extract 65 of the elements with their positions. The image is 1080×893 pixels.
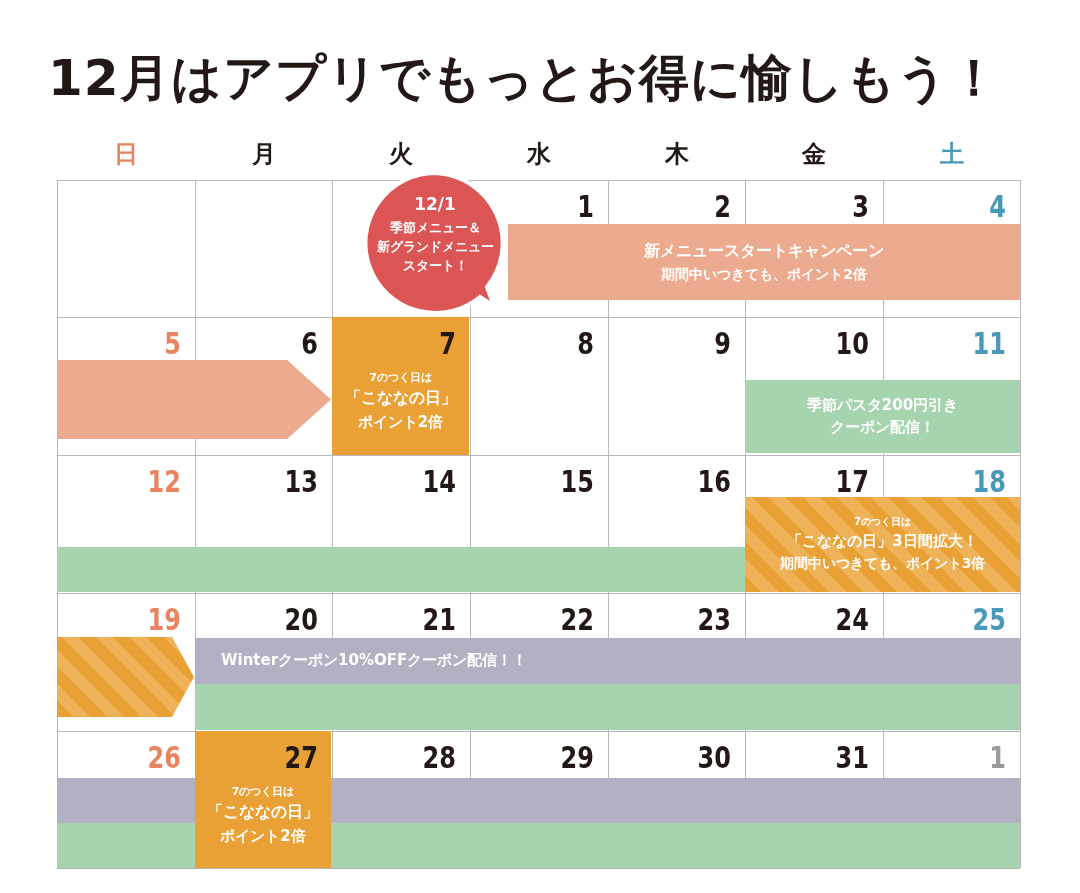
day-number: 17 xyxy=(834,467,869,497)
bubble-text: 季節メニュー＆新グランドメニュースタート！ xyxy=(376,218,494,276)
banner-note: 期間中いつきても、ポイント3倍 xyxy=(779,554,986,574)
day-number: 22 xyxy=(559,605,594,635)
day-number: 8 xyxy=(576,329,594,359)
banner-text: 「こななの日」 xyxy=(344,387,457,410)
day-number: 26 xyxy=(146,743,181,773)
event-box xyxy=(332,317,469,455)
banner-heading: 新メニュースタートキャンペーン xyxy=(644,239,884,262)
event-banner xyxy=(57,547,745,592)
day-number: 3 xyxy=(851,192,869,222)
day-number: 27 xyxy=(283,743,318,773)
weekday-label: 日 xyxy=(113,139,139,170)
day-number: 29 xyxy=(559,743,594,773)
day-number: 1 xyxy=(576,192,594,222)
day-number: 20 xyxy=(283,605,318,635)
event-banner xyxy=(195,684,1020,730)
day-number: 2 xyxy=(713,192,731,222)
day-number: 16 xyxy=(696,467,731,497)
banner-text: 「こななの日」 xyxy=(207,801,319,824)
weekday-label: 金 xyxy=(801,139,827,170)
bubble-date: 12/1 xyxy=(414,193,456,216)
day-number: 4 xyxy=(988,192,1006,222)
striped-arrow-bar xyxy=(57,637,194,717)
day-number: 12 xyxy=(146,467,181,497)
day-number: 23 xyxy=(696,605,731,635)
weekday-label: 火 xyxy=(387,139,414,170)
day-number: 28 xyxy=(421,743,456,773)
day-number: 25 xyxy=(971,605,1006,635)
banner-text: 季節パスタ200円引きクーポン配信！ xyxy=(806,394,959,438)
day-number: 30 xyxy=(696,743,731,773)
day-number: 9 xyxy=(713,329,731,359)
day-number: 13 xyxy=(283,467,318,497)
weekday-label: 木 xyxy=(663,139,690,170)
day-number: 19 xyxy=(146,605,181,635)
banner-text: Winterクーポン10%OFFクーポン配信！！ xyxy=(221,650,528,672)
day-number: 15 xyxy=(559,467,594,497)
banner-note: ポイント2倍 xyxy=(220,825,306,847)
banner-note: ポイント2倍 xyxy=(357,411,444,433)
day-number: 6 xyxy=(300,329,318,359)
striped-banner xyxy=(745,497,1020,592)
banner-text: 「こななの日」3日間拡大！ xyxy=(787,530,978,552)
banner-heading: 7のつく日は xyxy=(231,784,295,800)
day-number: 1 xyxy=(988,743,1006,773)
weekday-label: 土 xyxy=(938,139,965,170)
day-number: 14 xyxy=(421,467,456,497)
day-number: 5 xyxy=(163,329,181,359)
day-number: 7 xyxy=(438,329,456,359)
banner-heading: 7のつく日は xyxy=(854,515,911,530)
day-number: 21 xyxy=(421,605,456,635)
weekday-label: 水 xyxy=(525,139,552,170)
day-number: 24 xyxy=(834,605,869,635)
banner-heading: 7のつく日は xyxy=(369,370,432,386)
event-banner xyxy=(745,380,1020,453)
event-banner xyxy=(508,224,1020,300)
day-number: 10 xyxy=(834,329,869,359)
page-title: 12月はアプリでもっとお得に愉しもう！ xyxy=(48,48,1000,108)
arrow-bar xyxy=(57,360,331,439)
day-number: 18 xyxy=(971,467,1006,497)
day-number: 11 xyxy=(971,329,1006,359)
event-banner xyxy=(195,638,1020,684)
day-number: 31 xyxy=(834,743,869,773)
banner-text: 期間中いつきても、ポイント2倍 xyxy=(661,264,867,284)
weekday-label: 月 xyxy=(250,139,277,170)
event-box xyxy=(195,731,331,868)
